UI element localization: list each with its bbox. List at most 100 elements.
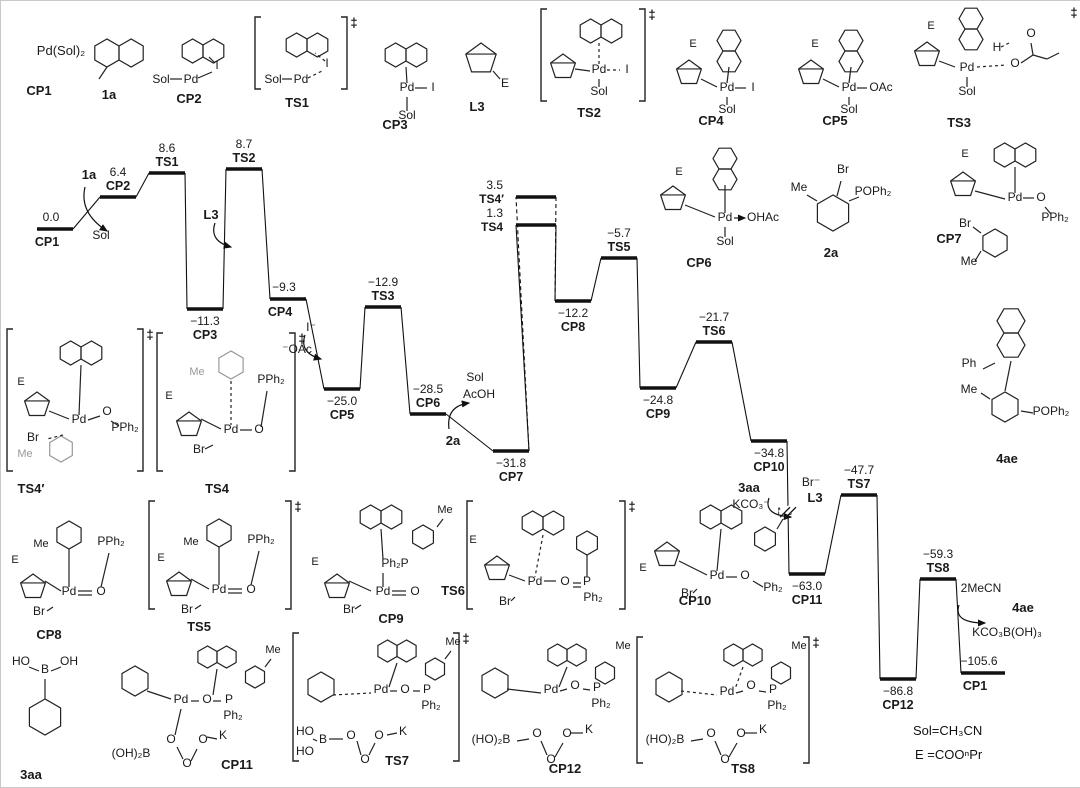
bond bbox=[46, 606, 54, 612]
atom-label: O bbox=[102, 404, 111, 418]
bond bbox=[110, 420, 120, 427]
bond bbox=[436, 518, 444, 528]
bracket bbox=[254, 16, 261, 90]
legend-solvent: Sol=CH₃CN bbox=[913, 723, 983, 738]
bond bbox=[194, 604, 202, 610]
annotation-5: Sol bbox=[466, 370, 483, 384]
bond bbox=[354, 604, 362, 610]
bond bbox=[264, 658, 272, 668]
naphthalene-ring bbox=[306, 32, 329, 58]
atom-label: O bbox=[1010, 56, 1019, 70]
benzene-ring bbox=[218, 350, 244, 380]
bond bbox=[836, 180, 842, 197]
benzene-ring bbox=[28, 698, 62, 736]
structure-cp10: MeEPdOPh₂BrCP10 bbox=[639, 504, 793, 608]
atom-label: Pd bbox=[592, 62, 607, 76]
connector-ts7-cp12 bbox=[876, 494, 881, 680]
atom-label: PPh₂ bbox=[111, 420, 139, 434]
atom-label: E bbox=[675, 166, 682, 178]
atom-label: O bbox=[96, 584, 105, 598]
bond bbox=[974, 190, 1006, 200]
atom-label: B bbox=[41, 662, 49, 676]
norbornene-ring bbox=[19, 573, 47, 599]
reagent-arrow-0 bbox=[83, 186, 109, 232]
energy-value-cp3: −11.3 bbox=[190, 314, 220, 328]
energy-value-ts5: −5.7 bbox=[607, 226, 631, 240]
bond bbox=[972, 226, 982, 234]
atom-label: O bbox=[740, 568, 749, 582]
connector-cp8-ts5 bbox=[590, 257, 602, 302]
atom-label: E bbox=[11, 554, 18, 566]
atom-label: B bbox=[319, 732, 327, 746]
energy-value-cp2: 6.4 bbox=[110, 165, 127, 179]
atom-label: OH bbox=[60, 654, 78, 668]
atom-label: Sol bbox=[590, 84, 607, 98]
naphthalene-ring bbox=[838, 29, 864, 52]
bond bbox=[574, 68, 591, 72]
annotation-15: 3.5 bbox=[486, 178, 503, 192]
benzene-ring bbox=[753, 526, 776, 552]
atom-label: E bbox=[17, 376, 24, 388]
bond bbox=[974, 250, 982, 262]
atom-label: HO bbox=[296, 724, 314, 738]
atom-label: Ph₂ bbox=[763, 580, 783, 594]
atom-label: OAc bbox=[869, 80, 892, 94]
atom-label: Sol bbox=[718, 102, 735, 116]
atom-label: Pd bbox=[842, 80, 857, 94]
bond bbox=[312, 738, 318, 742]
atom-label: Me bbox=[961, 382, 978, 396]
atom-label: E bbox=[469, 534, 476, 546]
atom-label: O bbox=[532, 726, 541, 740]
annotation-7: 2a bbox=[446, 433, 461, 448]
bond bbox=[506, 688, 542, 694]
atom-label: Pd bbox=[400, 80, 415, 94]
atom-label: P bbox=[423, 682, 431, 696]
structure-caption-2a: 2a bbox=[824, 245, 839, 260]
atom-label: O bbox=[562, 726, 571, 740]
atom-label: I bbox=[751, 80, 754, 94]
atom-label: O bbox=[360, 752, 369, 766]
annotation-9: KCO₃⁻ bbox=[732, 497, 769, 511]
bracket bbox=[289, 332, 296, 472]
bond bbox=[684, 204, 716, 218]
energy-value-ts3: −12.9 bbox=[368, 275, 399, 289]
structure-caption-cp2: CP2 bbox=[176, 91, 201, 106]
energy-value-ts6: −21.7 bbox=[699, 310, 730, 324]
structure-caption-cp1-complex: CP1 bbox=[26, 83, 51, 98]
energy-value-cp7: −31.8 bbox=[496, 456, 527, 470]
station-label-cp7: CP7 bbox=[499, 470, 523, 484]
naphthalene-ring bbox=[742, 643, 763, 667]
atom-label: K bbox=[585, 722, 593, 736]
benzene-ring bbox=[206, 518, 232, 548]
station-label-ts2: TS2 bbox=[233, 151, 256, 165]
connector-cp5-ts3 bbox=[359, 306, 366, 390]
bond bbox=[78, 364, 82, 416]
bond bbox=[728, 742, 738, 758]
bond bbox=[976, 64, 1008, 68]
structure-caption-cp10: CP10 bbox=[679, 593, 712, 608]
atom-label: Br bbox=[181, 602, 193, 616]
structure-caption-4ae: 4ae bbox=[996, 451, 1018, 466]
atom-label: H bbox=[993, 40, 1002, 54]
bond bbox=[50, 666, 62, 672]
bond bbox=[44, 580, 62, 592]
energy-value-cp10: −34.8 bbox=[754, 446, 785, 460]
naphthalene-ring bbox=[958, 28, 984, 51]
atom-label: Ph₂ bbox=[583, 590, 603, 604]
atom-label: O bbox=[166, 732, 175, 746]
atom-label: E bbox=[501, 76, 509, 90]
naphthalene-ring bbox=[377, 639, 398, 663]
atom-label: Pd bbox=[212, 582, 227, 596]
structure-caption-cp12: CP12 bbox=[549, 761, 582, 776]
atom-label: Me bbox=[445, 636, 460, 648]
energy-value-ts2: 8.7 bbox=[236, 137, 253, 151]
atom-label: O bbox=[546, 752, 555, 766]
station-label-ts3: TS3 bbox=[372, 289, 395, 303]
atom-label: Br bbox=[837, 162, 849, 176]
bracket bbox=[292, 632, 299, 762]
atom-label: HO bbox=[12, 654, 30, 668]
